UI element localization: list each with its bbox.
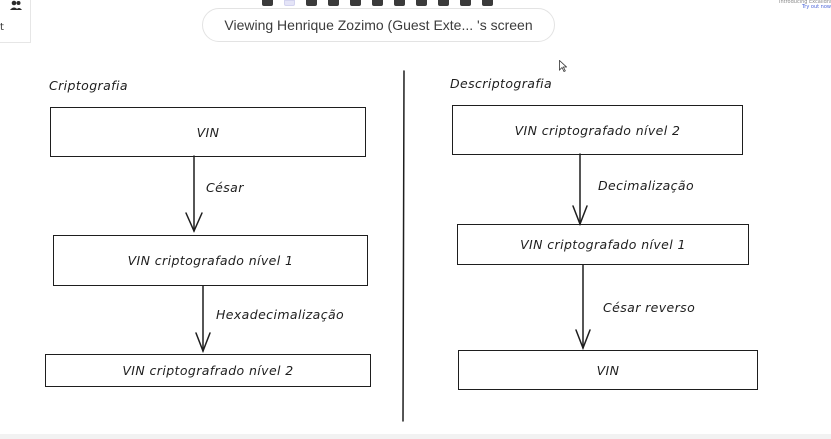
right-box-level1[interactable]: VIN criptografado nível 1	[457, 224, 749, 265]
line-tool-icon[interactable]	[394, 0, 405, 6]
text-tool-icon[interactable]	[438, 0, 449, 6]
rectangle-tool-icon[interactable]	[306, 0, 317, 6]
image-tool-icon[interactable]	[460, 0, 471, 6]
bottom-scrollbar[interactable]	[0, 434, 831, 439]
lock-tool-icon[interactable]	[262, 0, 273, 6]
eraser-tool-icon[interactable]	[482, 0, 493, 6]
promo-text: Introducing Excalidraw+	[779, 0, 831, 5]
divider-line	[402, 70, 405, 422]
diamond-tool-icon[interactable]	[328, 0, 339, 6]
selection-tool-icon[interactable]	[284, 0, 295, 6]
left-box-level1[interactable]: VIN criptografado nível 1	[53, 235, 368, 286]
ellipse-tool-icon[interactable]	[350, 0, 361, 6]
draw-tool-icon[interactable]	[416, 0, 427, 6]
right-arrow-1-label: Decimalização	[598, 178, 695, 193]
arrow-tool-icon[interactable]	[372, 0, 383, 6]
left-arrow-2-label: Hexadecimalização	[216, 307, 345, 322]
users-icon[interactable]	[9, 0, 23, 10]
promo-link[interactable]: Introducing Excalidraw+ Try out now	[779, 0, 831, 10]
left-arrow-1-label: César	[206, 180, 244, 195]
collaborators-panel: t	[0, 0, 31, 43]
side-panel-mark: t	[0, 22, 4, 33]
promo-cta[interactable]: Try out now	[801, 4, 831, 10]
mouse-cursor-icon	[559, 60, 567, 72]
right-box-vin[interactable]: VIN	[458, 350, 758, 390]
left-box-vin[interactable]: VIN	[50, 107, 366, 157]
toolbar	[258, 0, 502, 7]
right-arrow-2-label: César reverso	[603, 300, 696, 315]
left-box-level2[interactable]: VIN criptografrado nível 2	[45, 354, 371, 387]
screen-share-banner: Viewing Henrique Zozimo (Guest Exte... '…	[202, 8, 555, 42]
right-box-level2[interactable]: VIN criptografado nível 2	[452, 105, 743, 155]
right-title: Descriptografia	[450, 76, 553, 91]
left-title: Criptografia	[49, 78, 128, 93]
